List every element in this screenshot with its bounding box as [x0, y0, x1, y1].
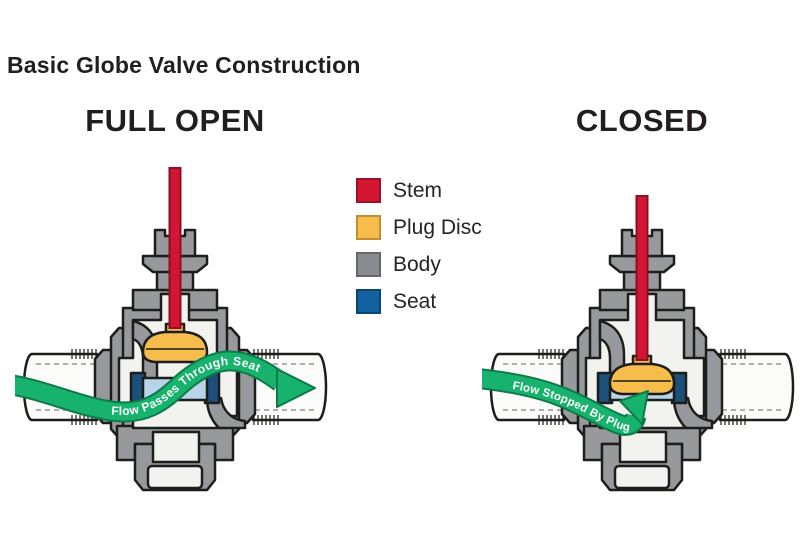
legend-item-body: Body: [356, 252, 482, 277]
valve-stem: [635, 195, 649, 361]
heading-full-open: FULL OPEN: [85, 103, 265, 138]
legend-item-seat: Seat: [356, 289, 482, 314]
legend-item-plug-disc: Plug Disc: [356, 215, 482, 240]
arrowhead: [276, 368, 316, 408]
legend-item-stem: Stem: [356, 178, 482, 203]
heading-closed: CLOSED: [575, 103, 709, 138]
legend: Stem Plug Disc Body Seat: [356, 178, 482, 326]
flow-partitions: [598, 319, 714, 430]
body-color-swatch: [356, 252, 381, 277]
legend-label: Stem: [393, 179, 443, 202]
legend-label: Plug Disc: [393, 216, 482, 239]
pipe-right: [718, 349, 795, 425]
valve-cross-section-open: Flow Passes Through Seat: [15, 167, 328, 492]
seat-color-swatch: [356, 289, 381, 314]
arrowhead: [619, 390, 649, 425]
legend-label: Body: [393, 253, 441, 276]
stem-color-swatch: [356, 178, 381, 203]
plug-disc-color-swatch: [356, 215, 381, 240]
valve-cross-section-closed: Flow Stopped By Plug: [482, 195, 795, 492]
legend-label: Seat: [393, 290, 437, 313]
page-title: Basic Globe Valve Construction: [7, 52, 361, 78]
valve-stem: [168, 167, 182, 329]
